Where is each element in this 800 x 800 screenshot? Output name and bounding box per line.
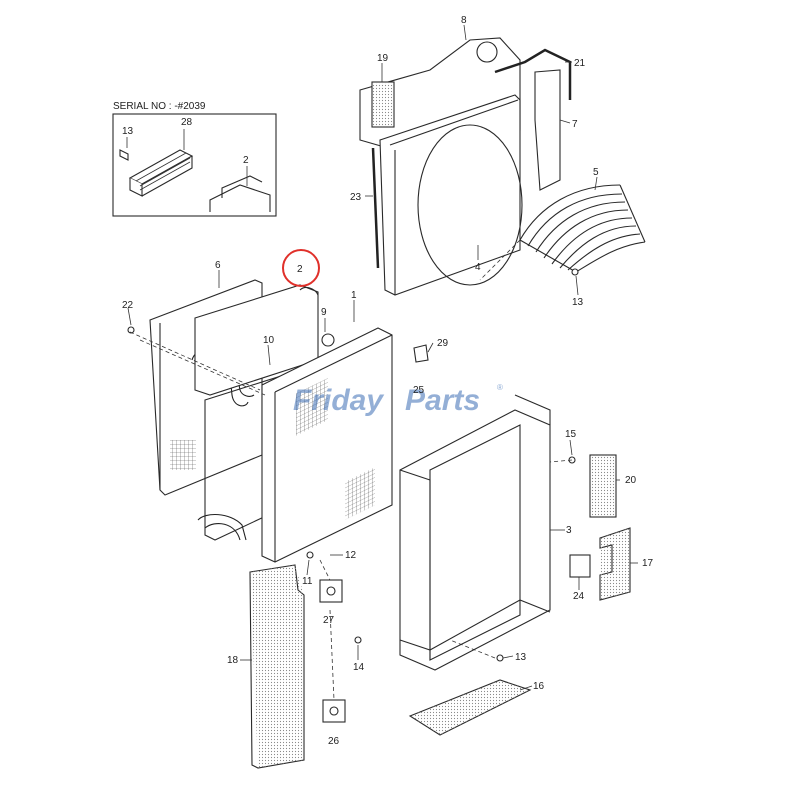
pad-part-24 (569, 554, 591, 578)
callout-6: 6 (215, 260, 221, 271)
highlight-circle-part-2 (282, 249, 320, 287)
radiator-corner-sketch (209, 175, 271, 212)
cap-part-29 (413, 344, 429, 363)
friday-parts-watermark: Friday Parts ® (293, 383, 503, 417)
callout-26: 26 (328, 736, 340, 747)
bolt-part-14 (354, 636, 362, 644)
callout-11: 11 (302, 576, 313, 587)
callout-24: 24 (573, 591, 585, 602)
callout-2-highlighted: 2 (297, 264, 303, 275)
callout-17: 17 (642, 558, 654, 569)
clip-part-27 (319, 579, 343, 603)
hose-part-21 (494, 48, 572, 100)
callout-9: 9 (321, 307, 327, 318)
callout-23: 23 (350, 192, 362, 203)
callout-14: 14 (353, 662, 365, 673)
bolt-part-13-upper (571, 268, 579, 276)
callout-22: 22 (122, 300, 134, 311)
callout-29: 29 (437, 338, 449, 349)
support-frame-part-3 (399, 394, 551, 671)
callout-18: 18 (227, 655, 239, 666)
callout-19: 19 (377, 53, 389, 64)
callout-21: 21 (574, 58, 586, 69)
bolt-part-11 (306, 551, 314, 559)
callout-numbers: 28 13 2 8 19 21 7 5 23 4 13 6 2 1 22 9 1… (122, 15, 654, 747)
callout-27: 27 (323, 615, 335, 626)
callout-7: 7 (572, 119, 578, 130)
bolt-part-13-lower (496, 654, 504, 662)
seal-strip-part-23 (371, 147, 380, 269)
callout-13-lower: 13 (515, 652, 527, 663)
oil-cooler-part-28 (119, 149, 194, 197)
callout-13-upper: 13 (572, 297, 584, 308)
callout-15: 15 (565, 429, 577, 440)
watermark-text-friday: Friday (293, 384, 384, 417)
shroud-part-4 (379, 94, 521, 296)
callout-16: 16 (533, 681, 545, 692)
radiator-core-part-1 (261, 327, 393, 563)
callout-1: 1 (351, 290, 357, 301)
callout-3: 3 (566, 525, 572, 536)
callout-12: 12 (345, 550, 357, 561)
serial-number-label: SERIAL NO : -#2039 (113, 101, 206, 112)
bracket-part-7 (534, 69, 561, 191)
callout-8: 8 (461, 15, 467, 26)
callout-20: 20 (625, 475, 637, 486)
callout-5: 5 (593, 167, 599, 178)
fan-opening (417, 124, 523, 286)
callout-13-inset: 13 (122, 126, 134, 137)
serial-inset: SERIAL NO : -#2039 (112, 101, 277, 217)
watermark-text-parts: Parts (405, 384, 480, 417)
bolt-part-22 (127, 326, 135, 334)
leader-lines (127, 24, 638, 691)
watermark-registered-mark: ® (497, 383, 503, 392)
clip-part-26 (322, 699, 346, 723)
fan-guard-part-5 (519, 184, 646, 273)
callout-10: 10 (263, 335, 275, 346)
fan-shroud-assembly (359, 37, 646, 296)
callout-25: 25 (413, 385, 425, 396)
serial-inset-frame (112, 113, 277, 217)
callout-4: 4 (475, 262, 481, 273)
callout-28: 28 (181, 117, 193, 128)
callout-2-inset: 2 (243, 155, 249, 166)
